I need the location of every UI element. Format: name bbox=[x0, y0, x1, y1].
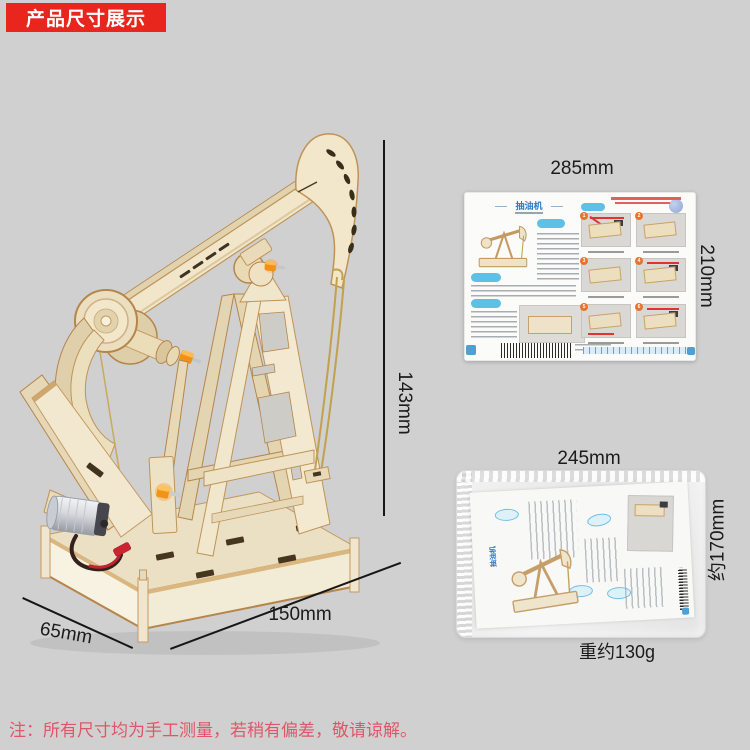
step-number-badge: 5 bbox=[580, 303, 588, 311]
manual-step-photo: 6 bbox=[635, 303, 686, 338]
manual-title: 抽油机 bbox=[515, 201, 543, 211]
section-bubble bbox=[537, 219, 565, 228]
measurement-note: 注：所有尺寸均为手工测量，若稍有偏差，敬请谅解。 bbox=[9, 721, 417, 740]
section-bubble bbox=[471, 299, 501, 308]
footer-blue-square bbox=[466, 345, 476, 355]
text-lines bbox=[471, 311, 517, 339]
title-banner: 产品尺寸展示 bbox=[6, 3, 166, 32]
bag-inner-sheet: 抽油机 bbox=[469, 481, 695, 629]
wood-part bbox=[588, 266, 622, 284]
manual-step-photo: 1 bbox=[580, 212, 631, 247]
dimension-label-length: 150mm bbox=[268, 604, 332, 625]
package-bag-photo: 抽油机 bbox=[456, 470, 706, 638]
step-caption bbox=[643, 251, 679, 253]
title-dash bbox=[551, 206, 563, 207]
step-caption bbox=[643, 296, 679, 298]
wood-part bbox=[643, 266, 677, 284]
barcode bbox=[501, 343, 571, 358]
footer-blue-square bbox=[681, 607, 690, 615]
text-lines bbox=[537, 233, 579, 281]
model-motor bbox=[46, 495, 110, 537]
dimension-label-height: 143mm bbox=[394, 371, 415, 435]
manual-sheet-photo: 抽油机 1 bbox=[464, 192, 696, 361]
wood-part bbox=[588, 312, 622, 330]
package-width-label: 245mm bbox=[557, 448, 621, 469]
scale-ruler bbox=[583, 347, 688, 354]
manual-height-label: 210mm bbox=[696, 244, 717, 308]
model-pin-crank bbox=[179, 350, 202, 364]
model-motor-wires bbox=[69, 534, 123, 572]
package-height-label: 约170mm bbox=[707, 498, 729, 582]
red-annotation bbox=[647, 262, 679, 264]
vertical-text-lines bbox=[623, 566, 666, 609]
red-annotation bbox=[590, 217, 624, 219]
model-strings bbox=[314, 268, 345, 473]
barcode bbox=[677, 567, 689, 610]
model-string-anchor bbox=[303, 466, 331, 484]
blue-oval-badge bbox=[586, 511, 613, 529]
package-weight-label: 重约130g bbox=[578, 642, 656, 662]
manual-step-photo: 5 bbox=[580, 303, 631, 338]
wood-part bbox=[643, 312, 677, 330]
footer-blue-square bbox=[687, 347, 695, 355]
warning-text-lines bbox=[611, 197, 681, 200]
blue-oval-badge bbox=[494, 508, 520, 522]
model-wire-clip bbox=[113, 542, 132, 557]
model-aframe-front bbox=[196, 261, 331, 557]
warning-text-lines bbox=[615, 201, 670, 204]
dimension-line-height bbox=[383, 140, 385, 516]
step-number-badge: 4 bbox=[635, 257, 643, 265]
manual-step-photo: 4 bbox=[635, 257, 686, 292]
step-caption bbox=[643, 342, 679, 344]
wood-part bbox=[643, 221, 677, 239]
banner-label: 产品尺寸展示 bbox=[25, 9, 146, 30]
step-caption bbox=[588, 251, 624, 253]
manual-step-photo: 2 bbox=[635, 212, 686, 247]
step-caption bbox=[588, 296, 624, 298]
section-bubble bbox=[471, 273, 501, 282]
bag-parts-photo bbox=[626, 494, 674, 552]
title-dash bbox=[495, 206, 507, 207]
step-caption bbox=[588, 342, 624, 344]
step-number-badge: 1 bbox=[580, 212, 588, 220]
red-annotation bbox=[588, 333, 614, 335]
wood-parts bbox=[528, 316, 572, 334]
red-annotation bbox=[647, 308, 679, 310]
step-number-badge: 6 bbox=[635, 303, 643, 311]
model-pin-motor-crank bbox=[155, 483, 181, 501]
model-horsehead bbox=[295, 133, 359, 289]
bag-cut-diagram bbox=[511, 549, 579, 613]
text-lines bbox=[471, 285, 576, 297]
wood-part bbox=[588, 221, 622, 239]
parts-photo bbox=[519, 305, 585, 343]
pumpjack-model-image bbox=[19, 133, 380, 655]
manual-subtitle-line bbox=[515, 212, 543, 214]
manual-width-label: 285mm bbox=[550, 158, 614, 179]
step-number-badge: 3 bbox=[580, 257, 588, 265]
manual-pumpjack-illustration bbox=[478, 225, 528, 268]
vertical-text-lines bbox=[584, 537, 621, 583]
motor-part bbox=[659, 501, 668, 508]
manual-step-photo: 3 bbox=[580, 257, 631, 292]
step-number-badge: 2 bbox=[635, 212, 643, 220]
section-bubble bbox=[581, 203, 605, 211]
model-pin-pivot bbox=[264, 259, 285, 273]
brand-logo-icon bbox=[669, 199, 683, 213]
